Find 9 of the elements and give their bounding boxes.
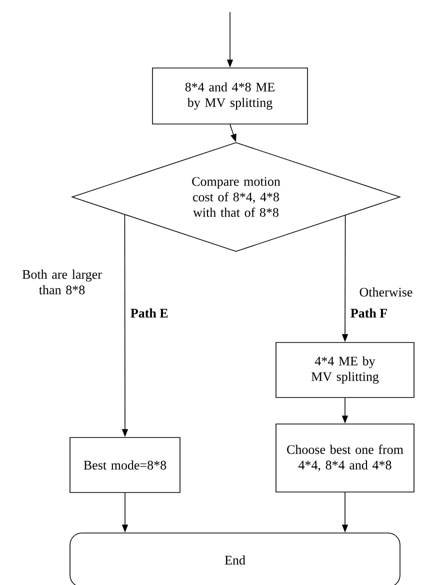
terminal-box: End bbox=[70, 532, 400, 585]
process-box: 4*4 ME by MV splitting bbox=[276, 342, 414, 398]
process-box: 8*4 and 4*8 ME by MV splitting bbox=[152, 68, 308, 124]
process-box: Best mode=8*8 bbox=[70, 437, 180, 493]
process-box: Choose best one from 4*4, 8*4 and 4*8 bbox=[276, 424, 414, 492]
edge-label: Both are larger than 8*8 bbox=[22, 270, 102, 294]
path-label: Path E bbox=[130, 308, 168, 318]
edge-label: Otherwise bbox=[360, 287, 412, 297]
path-label: Path F bbox=[350, 308, 387, 318]
